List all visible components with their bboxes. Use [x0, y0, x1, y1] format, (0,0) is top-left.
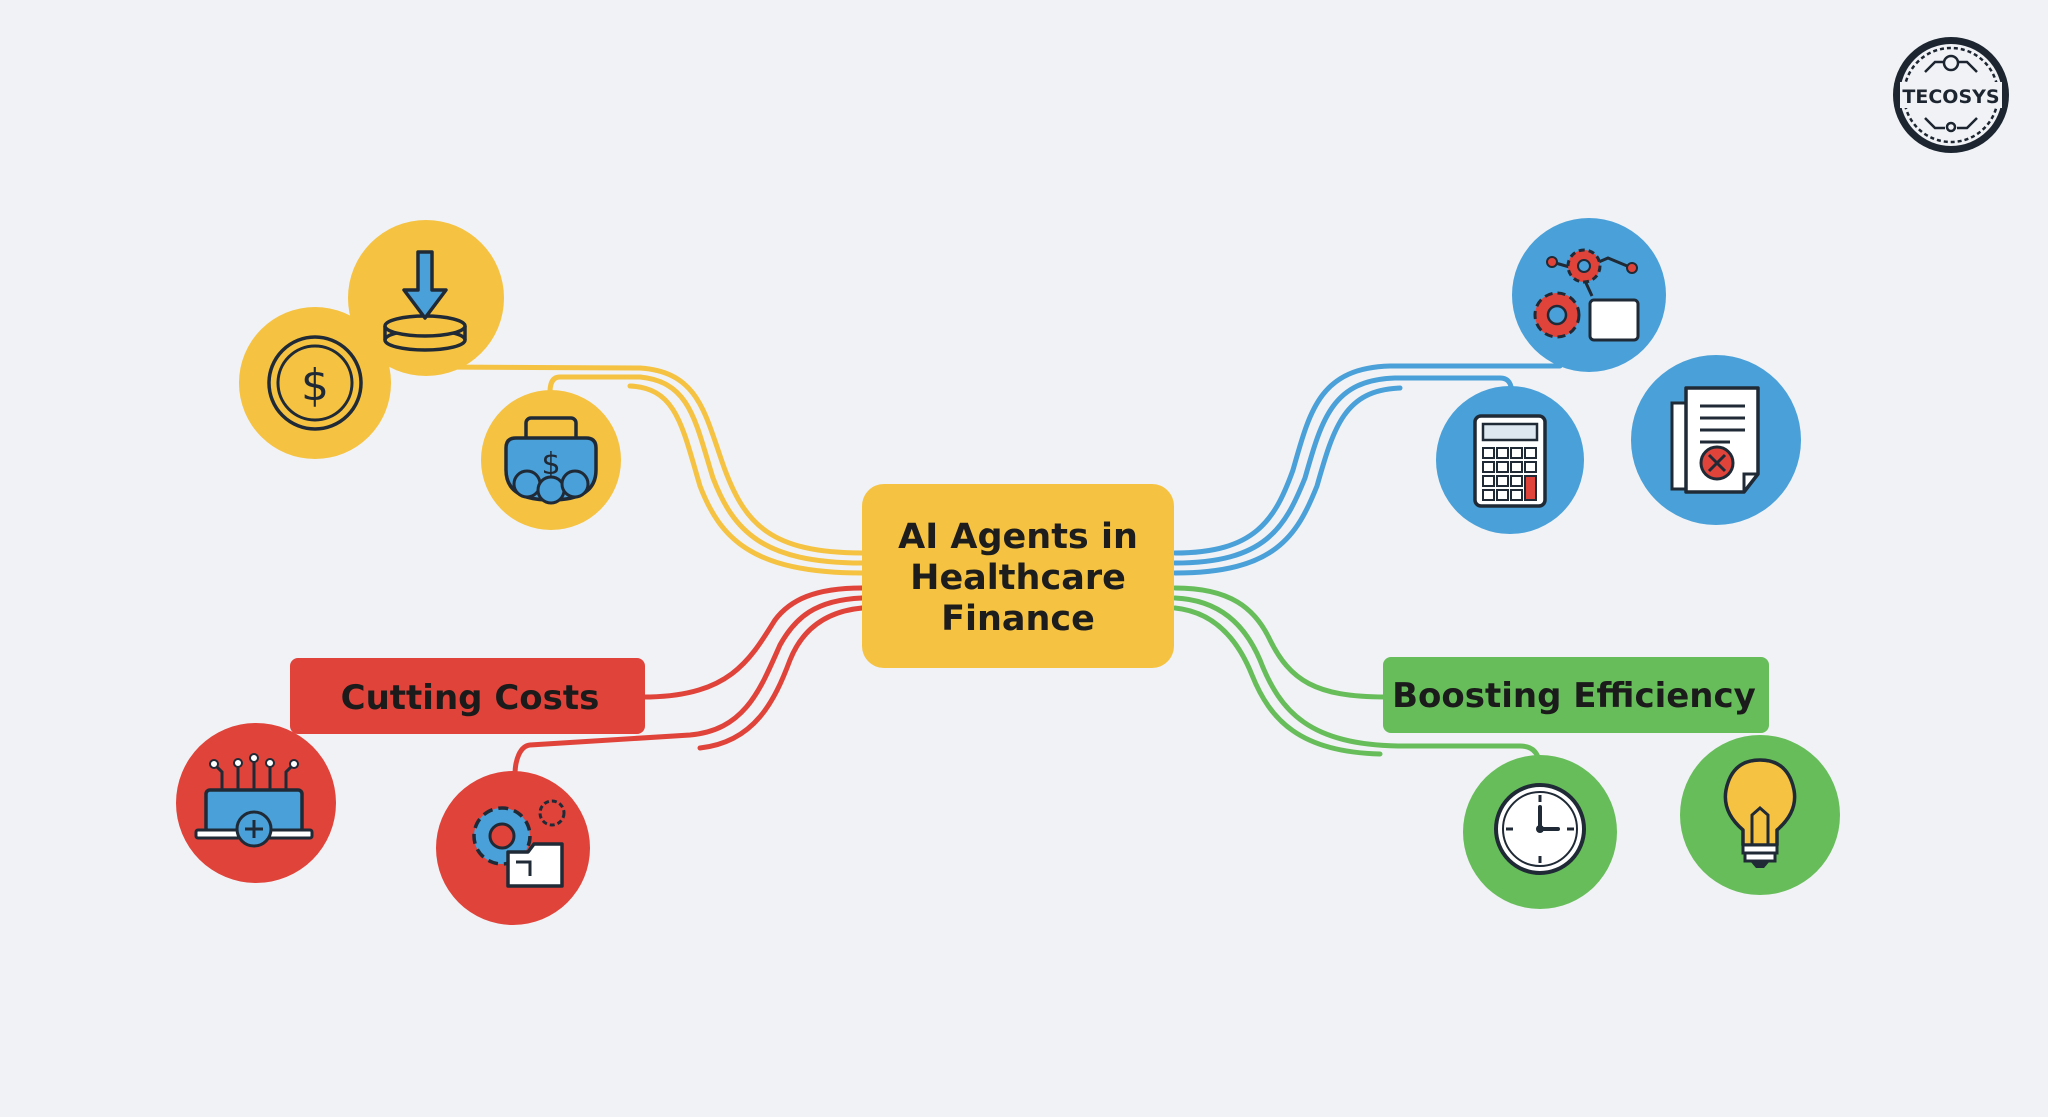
center-title-line-1: AI Agents in — [898, 517, 1138, 557]
cutting-costs-label: Cutting Costs — [341, 678, 600, 718]
document-error-icon — [1631, 355, 1801, 525]
calculator-icon — [1436, 386, 1584, 534]
svg-text:$: $ — [541, 447, 560, 482]
cutting-costs-branch: Cutting Costs — [290, 658, 645, 734]
center-title-line-2: Healthcare — [910, 558, 1126, 598]
coin-deposit-arrow-icon — [348, 220, 504, 376]
gear-folder-icon — [436, 771, 590, 925]
green-connectors — [1172, 585, 1543, 773]
boosting-efficiency-label: Boosting Efficiency — [1392, 676, 1756, 716]
clock-icon — [1463, 755, 1617, 909]
red-connectors — [512, 585, 865, 778]
blue-connectors — [1172, 363, 1563, 576]
logo-text: TECOSYS — [1902, 86, 1999, 108]
boosting-efficiency-branch: Boosting Efficiency — [1383, 657, 1769, 733]
dollar-coin-icon: $ — [239, 307, 391, 459]
svg-text:$: $ — [301, 360, 329, 411]
lightbulb-icon — [1680, 735, 1840, 895]
circuit-add-icon — [176, 723, 336, 883]
center-title-line-3: Finance — [941, 599, 1095, 639]
center-node: AI Agents in Healthcare Finance — [862, 484, 1174, 668]
money-bag-icon: $ — [481, 390, 621, 530]
tecosys-logo: TECOSYS — [1893, 37, 2009, 153]
gears-network-icon — [1512, 218, 1666, 372]
yellow-connectors — [437, 364, 865, 576]
